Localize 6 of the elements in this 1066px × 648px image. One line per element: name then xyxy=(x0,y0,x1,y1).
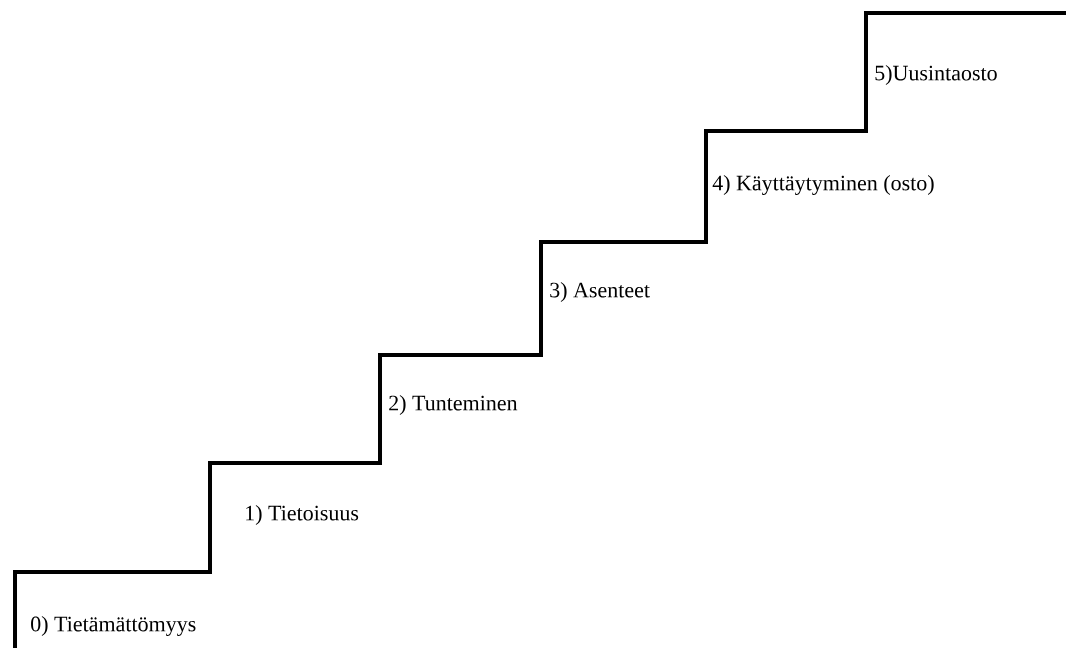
step-label: 4) Käyttäytyminen (osto) xyxy=(712,175,934,195)
step-label: 1) Tietoisuus xyxy=(246,505,359,525)
step-label: 3) Asenteet xyxy=(550,282,650,302)
step-label: 0) Tietämättömyys xyxy=(31,616,196,636)
step-label: 5)Uusintaosto xyxy=(875,65,997,85)
step-label: 2) Tunteminen xyxy=(389,395,518,415)
